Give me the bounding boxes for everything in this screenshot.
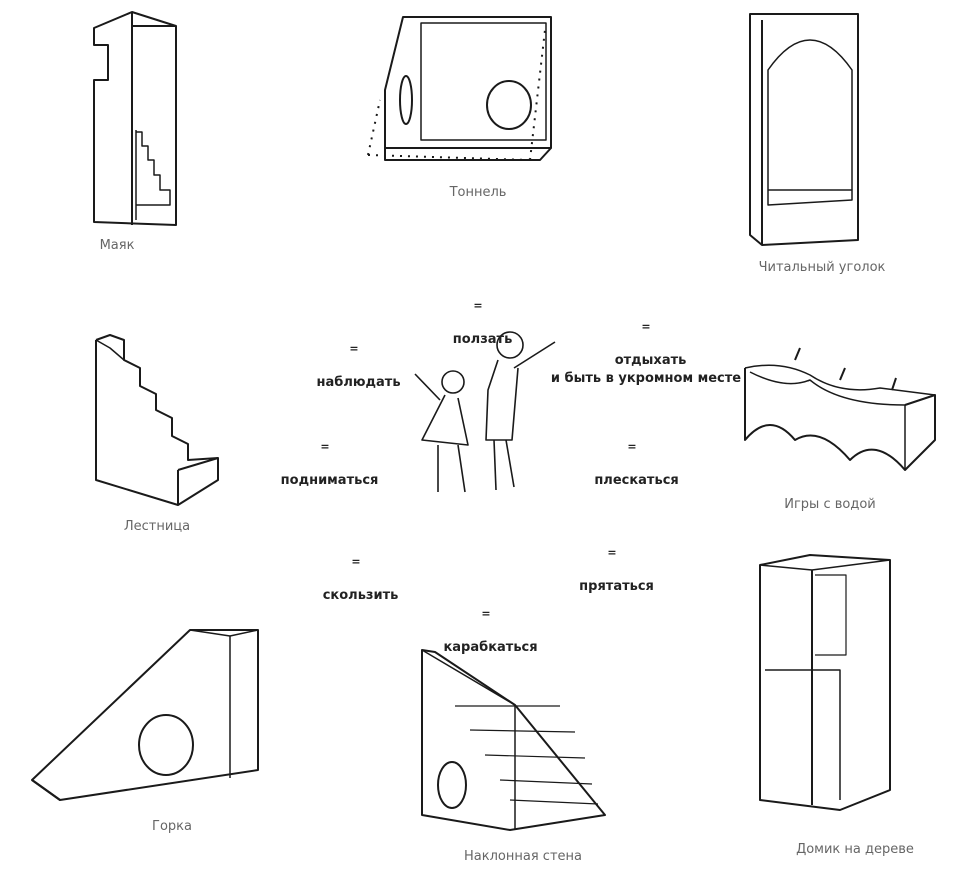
caption-stairs: Лестница — [123, 519, 191, 534]
inclined-wall-illustration — [421, 649, 606, 831]
action-rest: = отдыхать и быть в укромном месте — [551, 284, 741, 388]
action-splash: = плескаться — [585, 404, 679, 490]
action-observe: = наблюдать — [307, 306, 401, 392]
action-climb-up: = подниматься — [272, 404, 379, 490]
action-label: ползать — [452, 332, 513, 347]
caption-tunnel: Тоннель — [449, 185, 507, 200]
action-scramble: = карабкаться — [434, 571, 537, 657]
equals-sign: = — [473, 299, 483, 312]
action-hide: = прятаться — [570, 510, 654, 596]
action-slide-down: = скользить — [314, 519, 399, 605]
caption-reading-corner: Читальный уголок — [758, 260, 886, 275]
equals-sign: = — [641, 320, 651, 333]
action-label: карабкаться — [443, 640, 538, 655]
action-label: плескаться — [594, 473, 679, 488]
stairs-illustration — [95, 334, 219, 506]
action-label: отдыхать и быть в укромном месте — [550, 353, 742, 386]
treehouse-illustration — [759, 554, 891, 811]
caption-treehouse: Домик на дереве — [796, 842, 914, 857]
equals-sign: = — [349, 342, 359, 355]
children-illustration — [414, 331, 556, 493]
lighthouse-illustration — [93, 11, 177, 226]
equals-sign: = — [320, 440, 330, 453]
equals-sign: = — [481, 607, 491, 620]
reading-corner-illustration — [749, 13, 859, 246]
water-play-illustration — [744, 347, 936, 471]
action-label: подниматься — [280, 473, 379, 488]
equals-sign: = — [627, 440, 637, 453]
equals-sign: = — [351, 555, 361, 568]
slide-illustration — [31, 629, 259, 801]
action-label: наблюдать — [316, 375, 401, 390]
caption-inclined-wall: Наклонная стена — [464, 849, 582, 864]
caption-slide: Горка — [152, 819, 192, 834]
caption-lighthouse: Маяк — [99, 238, 135, 253]
action-crawl: = ползать — [444, 263, 513, 349]
caption-water-play: Игры с водой — [784, 497, 876, 512]
action-label: скользить — [322, 588, 399, 603]
tunnel-illustration — [367, 16, 552, 161]
equals-sign: = — [607, 546, 617, 559]
action-label: прятаться — [579, 579, 654, 594]
